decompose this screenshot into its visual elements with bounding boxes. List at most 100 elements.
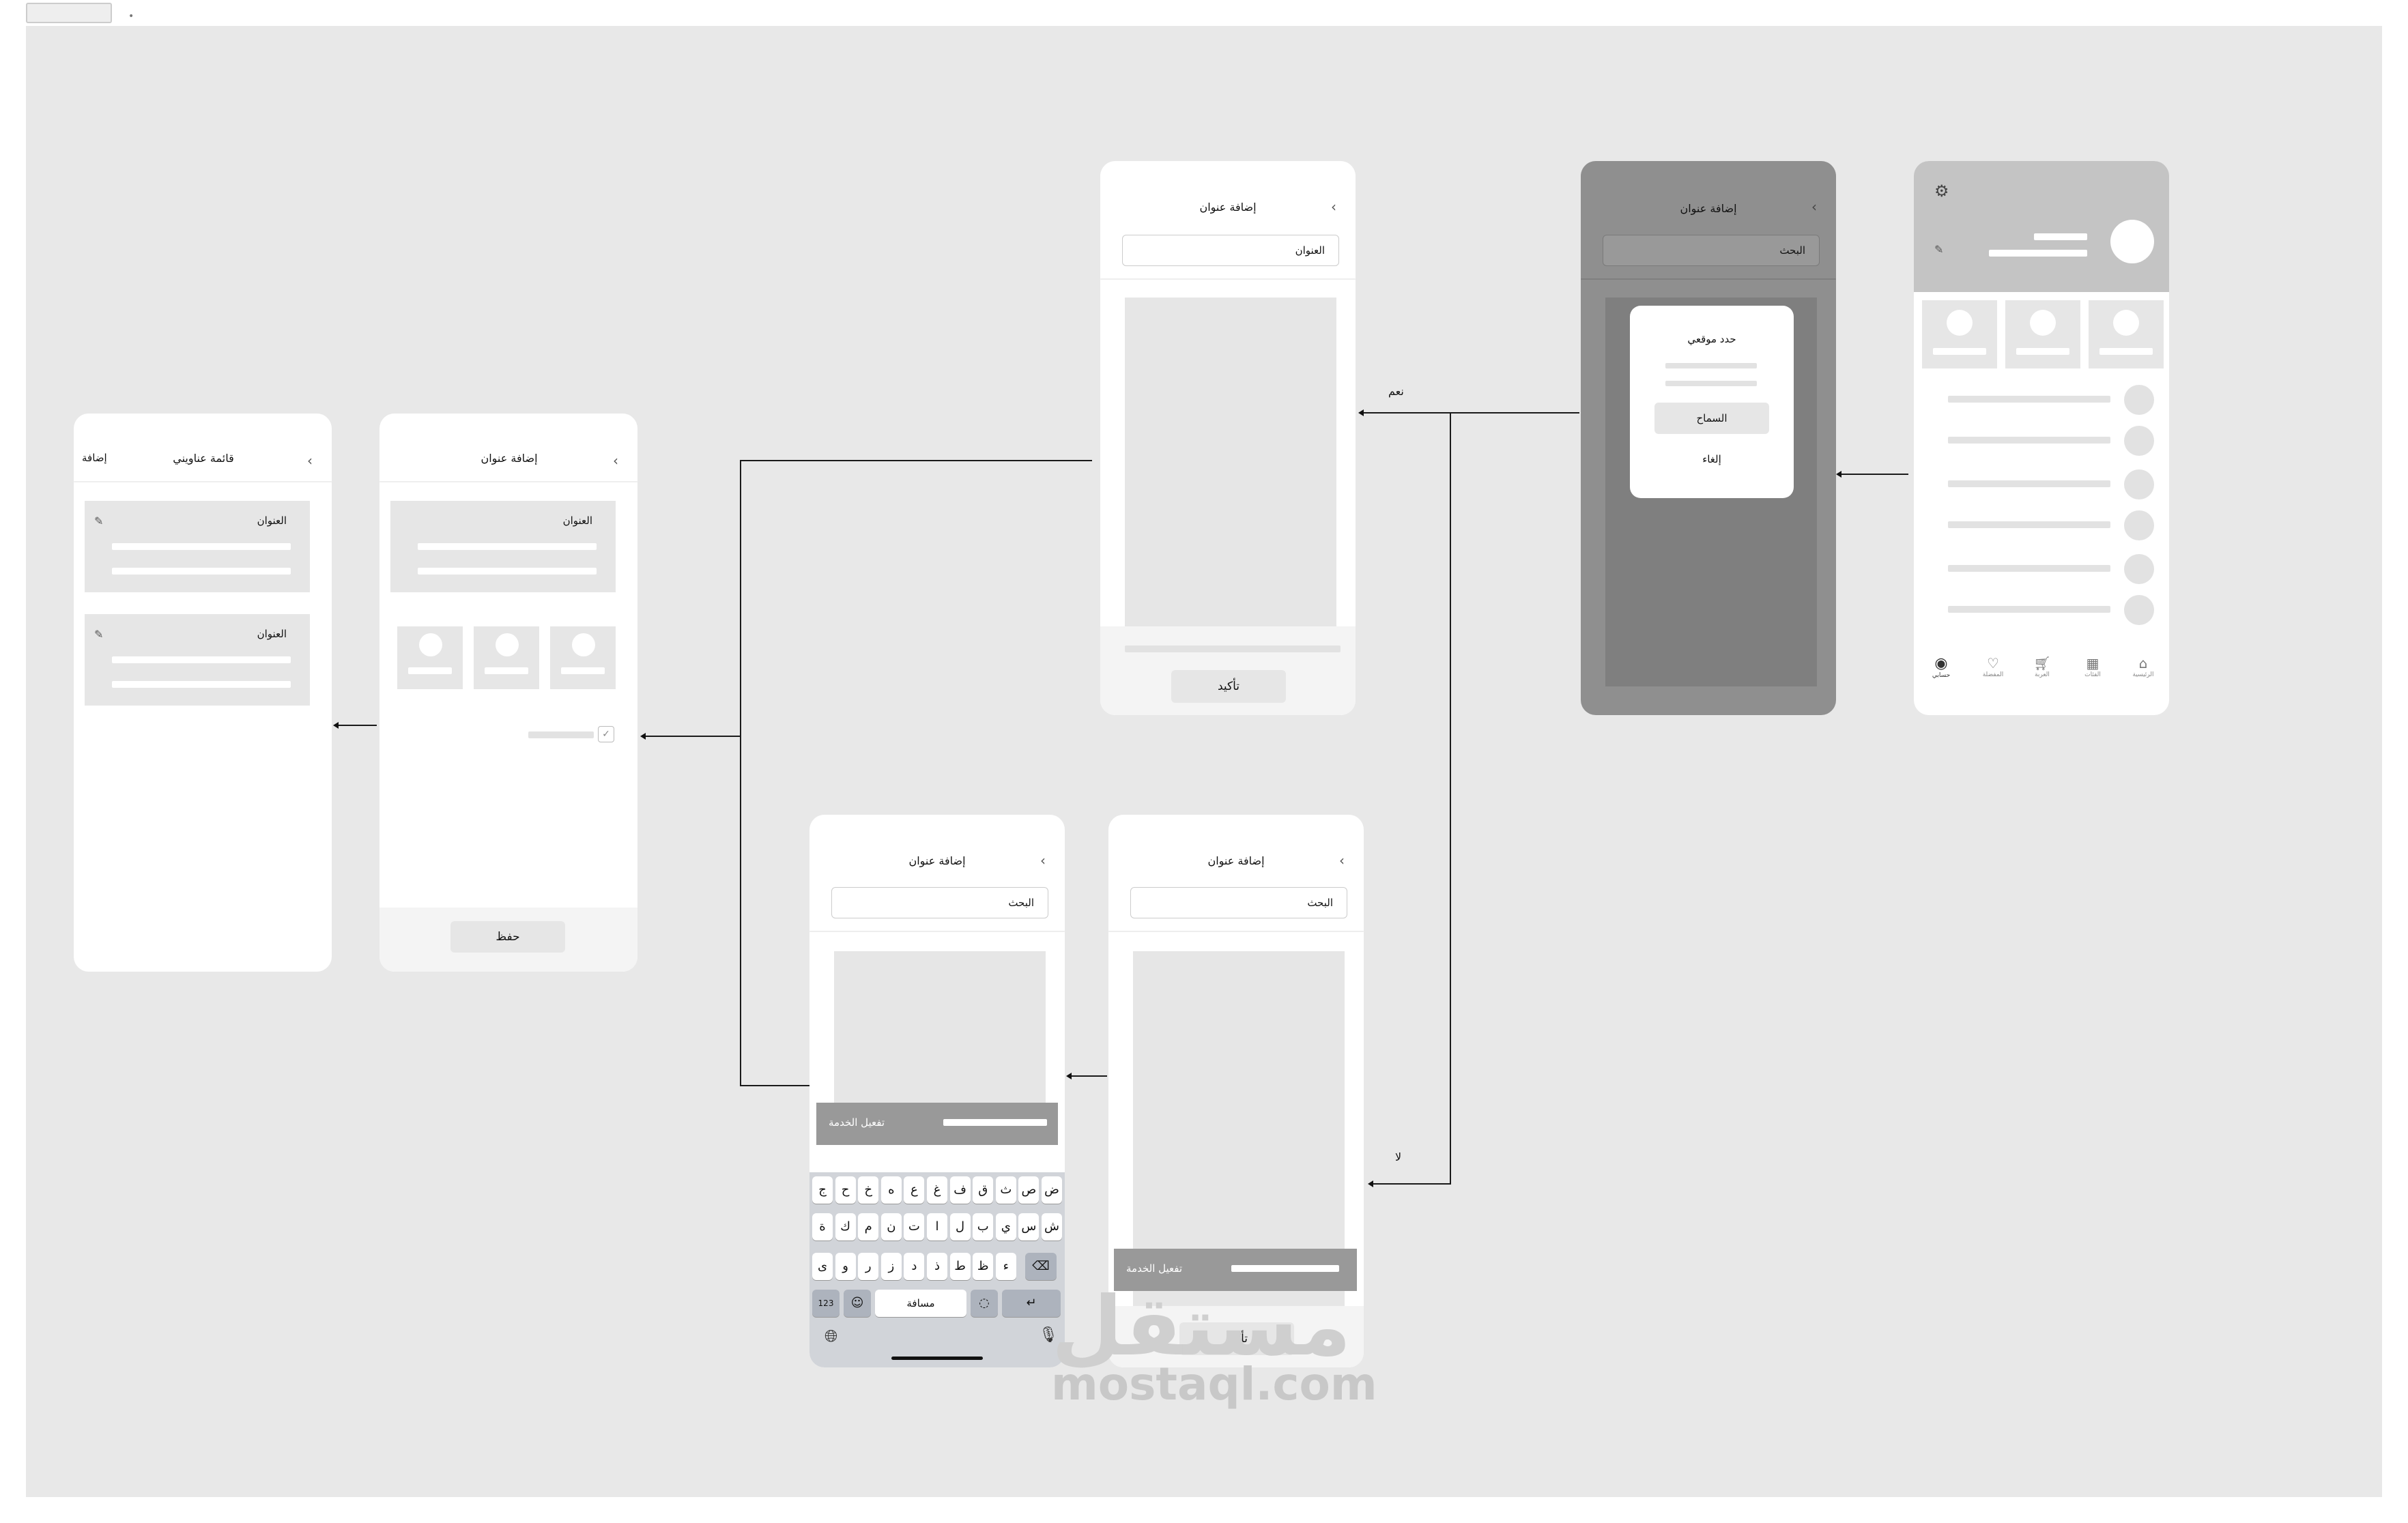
- keyboard-key[interactable]: م: [858, 1213, 879, 1241]
- save-button[interactable]: حفظ: [450, 921, 565, 953]
- keyboard-key[interactable]: ة: [812, 1213, 833, 1241]
- back-icon[interactable]: ‹: [1331, 199, 1336, 215]
- keyboard-key[interactable]: ذ: [927, 1253, 947, 1280]
- stat-icon: [1947, 310, 1973, 336]
- edit-profile-icon[interactable]: ✎: [1934, 243, 1944, 256]
- no-label: لا: [1395, 1150, 1402, 1163]
- keyboard-key[interactable]: ظ: [973, 1253, 994, 1280]
- menu-item[interactable]: [1914, 551, 2169, 587]
- mic-key-alt[interactable]: ◌: [971, 1290, 998, 1317]
- label-option[interactable]: [397, 626, 463, 689]
- back-icon[interactable]: ‹: [1339, 852, 1345, 869]
- keyboard-key[interactable]: ج: [812, 1176, 833, 1204]
- stat-box[interactable]: [1922, 300, 1997, 368]
- nav-cart[interactable]: 🛒︎ العربة: [2022, 655, 2063, 696]
- delete-key[interactable]: ⌫: [1025, 1253, 1057, 1280]
- add-link[interactable]: إضافة: [82, 452, 107, 464]
- settings-icon[interactable]: ⚙: [1934, 182, 1949, 201]
- keyboard-key[interactable]: ض: [1042, 1176, 1062, 1204]
- menu-item[interactable]: [1914, 382, 2169, 418]
- confirm-button[interactable]: تأكيد: [1171, 670, 1286, 703]
- option-icon: [496, 633, 519, 656]
- stat-icon: [2113, 310, 2139, 336]
- menu-item[interactable]: [1914, 467, 2169, 502]
- keyboard-key[interactable]: ر: [858, 1253, 879, 1280]
- keyboard-key[interactable]: د: [904, 1253, 925, 1280]
- keyboard-key[interactable]: س: [1018, 1213, 1040, 1241]
- edit-icon[interactable]: ✎: [94, 628, 104, 641]
- address-card[interactable]: ✎ العنوان: [85, 501, 310, 592]
- service-line: [943, 1119, 1047, 1126]
- stat-box[interactable]: [2089, 300, 2164, 368]
- top-frame-dot: •: [128, 11, 134, 22]
- keyboard-key[interactable]: خ: [858, 1176, 879, 1204]
- search-field[interactable]: البحث: [1603, 235, 1820, 266]
- keyboard-key[interactable]: ث: [995, 1176, 1016, 1204]
- keyboard-key[interactable]: ق: [973, 1176, 994, 1204]
- return-key[interactable]: ↵: [1002, 1290, 1061, 1317]
- service-banner[interactable]: تفعيل الخدمة: [1114, 1249, 1357, 1291]
- keyboard-key[interactable]: ي: [995, 1213, 1016, 1241]
- keyboard-key[interactable]: ز: [880, 1253, 902, 1280]
- keyboard-key[interactable]: ع: [904, 1176, 925, 1204]
- mic-icon[interactable]: 🎙︎: [1039, 1326, 1058, 1344]
- connector-arrowhead: [1836, 471, 1841, 478]
- default-checkbox[interactable]: ✓: [598, 726, 614, 742]
- screen-profile: ⚙ ✎ ◉ حسابي: [1914, 161, 2169, 715]
- keyboard-key[interactable]: و: [835, 1253, 856, 1280]
- back-icon[interactable]: ‹: [613, 452, 618, 469]
- numbers-key[interactable]: 123: [812, 1290, 840, 1317]
- keyboard-key[interactable]: ى: [812, 1253, 833, 1280]
- keyboard-key[interactable]: غ: [927, 1176, 947, 1204]
- keyboard-key[interactable]: ن: [880, 1213, 902, 1241]
- map-area[interactable]: [1133, 951, 1345, 1306]
- back-icon[interactable]: ‹: [1811, 199, 1817, 215]
- nav-favorites[interactable]: ♡ المفضلة: [1973, 655, 2013, 696]
- nav-account[interactable]: ◉ حسابي: [1921, 655, 1962, 696]
- keyboard-key[interactable]: ء: [995, 1253, 1016, 1280]
- keyboard-key[interactable]: ش: [1042, 1213, 1062, 1241]
- menu-item[interactable]: [1914, 508, 2169, 543]
- text-line: [418, 568, 597, 575]
- nav-home[interactable]: ⌂ الرئيسية: [2123, 655, 2164, 696]
- menu-item[interactable]: [1914, 592, 2169, 628]
- keyboard-key[interactable]: ط: [949, 1253, 971, 1280]
- space-key[interactable]: مسافة: [875, 1290, 966, 1317]
- text-line: [112, 568, 291, 575]
- keyboard-key[interactable]: ح: [835, 1176, 856, 1204]
- home-indicator: [891, 1357, 983, 1360]
- service-banner[interactable]: تفعيل الخدمة: [816, 1103, 1058, 1145]
- back-icon[interactable]: ‹: [1040, 852, 1046, 869]
- allow-button[interactable]: السماح: [1654, 403, 1769, 434]
- keyboard-key[interactable]: ب: [973, 1213, 994, 1241]
- edit-icon[interactable]: ✎: [94, 514, 104, 527]
- globe-icon[interactable]: 🌐︎: [825, 1326, 838, 1346]
- top-frame-tab[interactable]: [26, 3, 112, 23]
- keyboard-key[interactable]: ك: [835, 1213, 856, 1241]
- cancel-button[interactable]: إلغاء: [1702, 453, 1721, 465]
- map-area[interactable]: [834, 951, 1046, 1129]
- keyboard-key[interactable]: ت: [904, 1213, 925, 1241]
- address-card[interactable]: ✎ العنوان: [85, 614, 310, 706]
- keyboard-key[interactable]: ف: [949, 1176, 971, 1204]
- search-field[interactable]: البحث: [1130, 887, 1347, 918]
- avatar[interactable]: [2110, 220, 2154, 263]
- map-area[interactable]: [1125, 298, 1336, 626]
- back-icon[interactable]: ‹: [307, 452, 313, 469]
- card-label: العنوان: [562, 514, 592, 527]
- label-option[interactable]: [550, 626, 616, 689]
- stat-line: [2016, 348, 2069, 355]
- keyboard-key[interactable]: ص: [1018, 1176, 1040, 1204]
- search-field[interactable]: البحث: [831, 887, 1048, 918]
- keyboard-key[interactable]: ه: [880, 1176, 902, 1204]
- label-option[interactable]: [474, 626, 539, 689]
- emoji-key[interactable]: ☺: [844, 1290, 871, 1317]
- menu-item[interactable]: [1914, 423, 2169, 459]
- keyboard-key[interactable]: ل: [949, 1213, 971, 1241]
- nav-categories[interactable]: ▦ الفئات: [2072, 655, 2113, 696]
- confirm-button[interactable]: تأكيد: [1179, 1322, 1294, 1355]
- keyboard-key[interactable]: ا: [927, 1213, 947, 1241]
- address-field[interactable]: العنوان: [1122, 235, 1339, 266]
- connector-arrowhead: [1368, 1180, 1373, 1187]
- stat-box[interactable]: [2005, 300, 2080, 368]
